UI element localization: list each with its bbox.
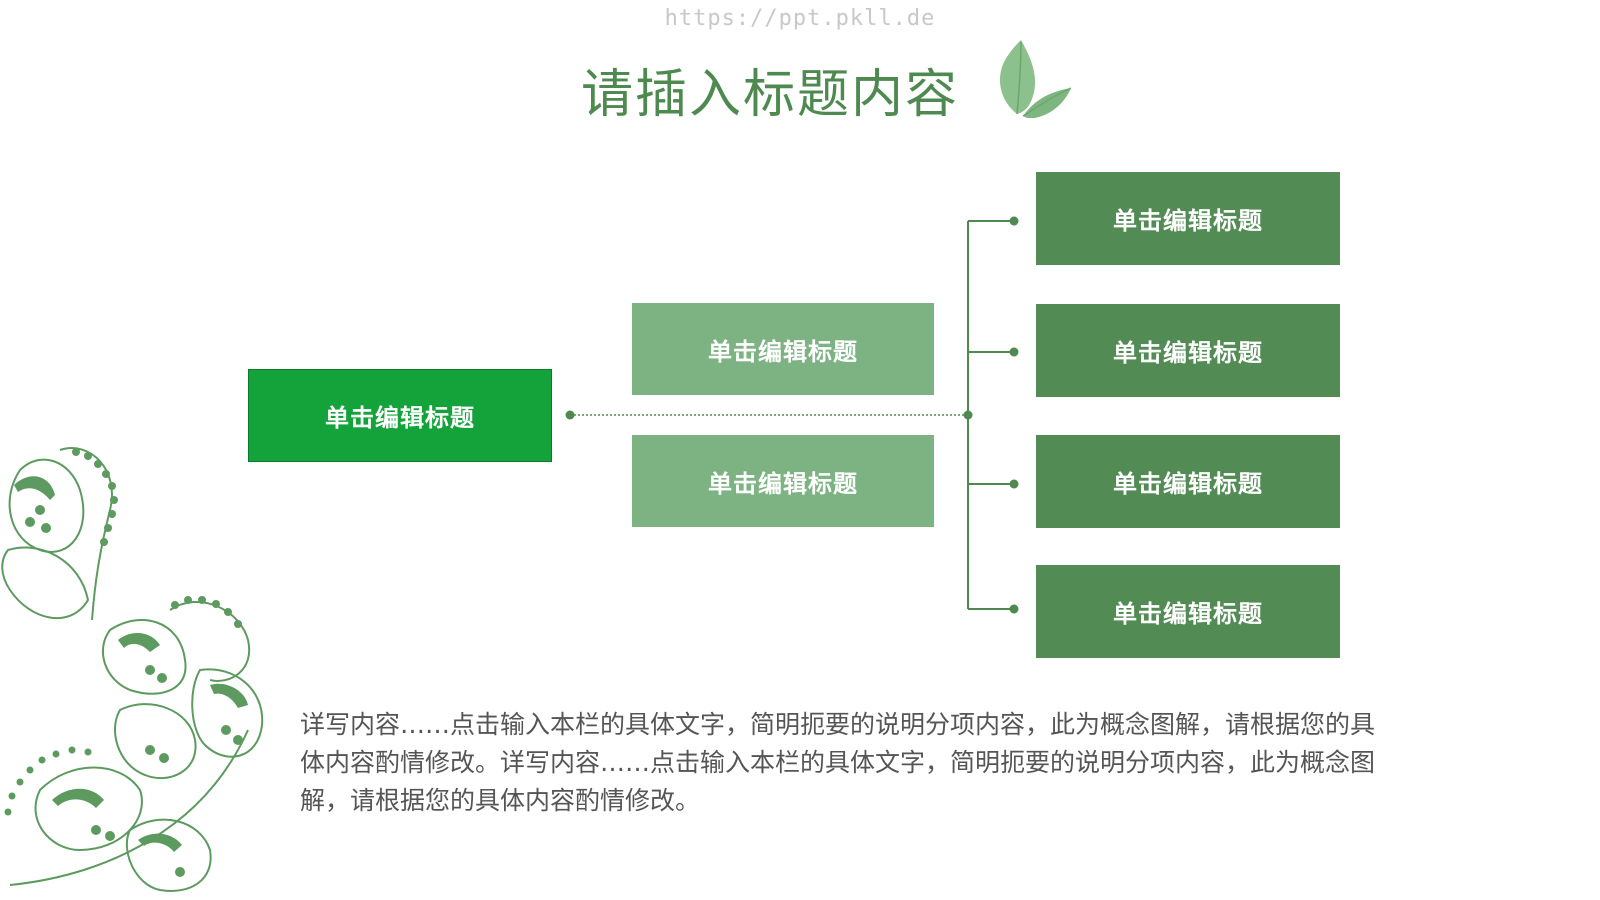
leaf-node-box-4[interactable]: 单击编辑标题	[1036, 565, 1340, 658]
leaf-node-box-3[interactable]: 单击编辑标题	[1036, 435, 1340, 528]
leaf-node-box-1[interactable]: 单击编辑标题	[1036, 172, 1340, 265]
connector-node	[565, 410, 575, 420]
ornamental-leaf-pattern	[1, 447, 264, 892]
leaf-node-box-2[interactable]: 单击编辑标题	[1036, 304, 1340, 397]
green-leaf-icon	[999, 40, 1071, 118]
page-title[interactable]: 请插入标题内容	[580, 65, 959, 125]
connector-node	[1009, 216, 1019, 226]
connector-node	[1009, 479, 1019, 489]
middle-node-box-1[interactable]: 单击编辑标题	[632, 303, 934, 395]
watermark-url: https://ppt.pkll.de	[664, 6, 936, 31]
connector-node	[1009, 604, 1019, 614]
connector-node	[1009, 347, 1019, 357]
root-node-box[interactable]: 单击编辑标题	[248, 369, 552, 462]
body-text-paragraph[interactable]: 详写内容……点击输入本栏的具体文字，简明扼要的说明分项内容，此为概念图解，请根据…	[300, 710, 1376, 815]
middle-node-box-2[interactable]: 单击编辑标题	[632, 435, 934, 527]
